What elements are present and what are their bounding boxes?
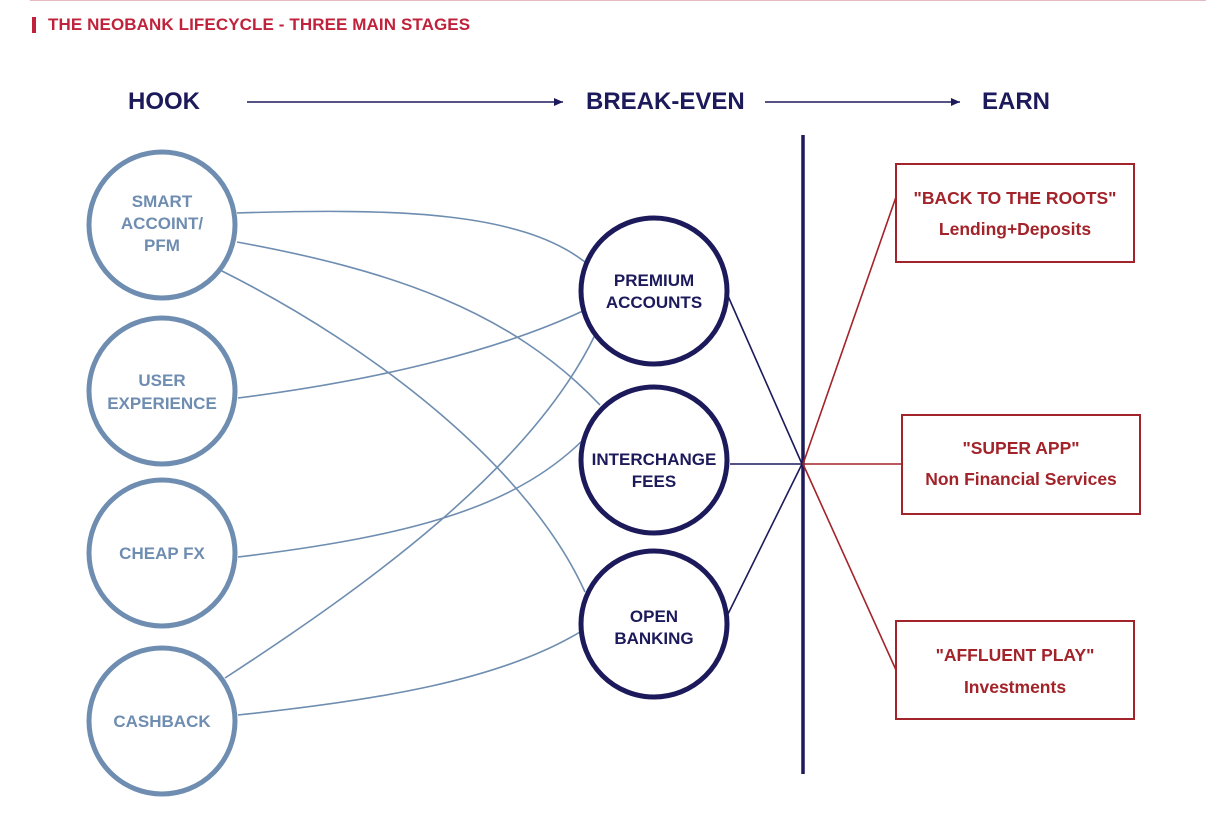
svg-text:ACCOUNTS: ACCOUNTS: [606, 293, 702, 312]
earn-box-back-to-the-roots: "BACK TO THE ROOTS" Lending+Deposits: [895, 163, 1135, 263]
connector-open-banking-to-hub: [727, 463, 803, 615]
connector-cheap-fx-to-interchange: [237, 434, 589, 558]
svg-text:FEES: FEES: [632, 472, 676, 491]
connector-premium-to-hub: [727, 295, 803, 465]
stage-earn: EARN: [982, 88, 1050, 115]
svg-text:CASHBACK: CASHBACK: [113, 712, 211, 731]
earn-box-affluent-play: "AFFLUENT PLAY" Investments: [895, 620, 1135, 720]
hook-node-smart-account: SMART ACCOINT/ PFM: [86, 149, 238, 301]
svg-text:"AFFLUENT PLAY": "AFFLUENT PLAY": [936, 645, 1095, 665]
connector-smart-account-to-open-banking: [219, 269, 586, 593]
connector-cashback-to-open-banking: [237, 631, 581, 716]
page-title: THE NEOBANK LIFECYCLE - THREE MAIN STAGE…: [48, 15, 471, 34]
top-divider: [30, 0, 1206, 1]
stage-break-even: BREAK-EVEN: [586, 88, 745, 115]
connector-user-experience-to-premium: [237, 309, 586, 399]
title-accent-bar: [32, 17, 36, 33]
svg-text:ACCOINT/: ACCOINT/: [121, 214, 203, 233]
svg-text:Non Financial Services: Non Financial Services: [925, 469, 1117, 489]
svg-text:INTERCHANGE: INTERCHANGE: [592, 450, 717, 469]
hook-node-cashback: CASHBACK: [86, 645, 238, 797]
hook-node-cheap-fx: CHEAP FX: [86, 477, 238, 629]
svg-text:EXPERIENCE: EXPERIENCE: [107, 394, 217, 413]
svg-text:PREMIUM: PREMIUM: [614, 271, 694, 290]
stage-hook: HOOK: [128, 88, 201, 115]
svg-text:SMART: SMART: [132, 192, 193, 211]
earn-box-super-app: "SUPER APP" Non Financial Services: [901, 414, 1141, 515]
break-even-node-premium-accounts: PREMIUM ACCOUNTS: [578, 215, 730, 367]
svg-text:PFM: PFM: [144, 236, 180, 255]
svg-text:Investments: Investments: [964, 677, 1066, 697]
break-even-node-interchange-fees: INTERCHANGE FEES: [578, 384, 730, 536]
break-even-node-open-banking: OPEN BANKING: [578, 548, 730, 700]
connector-hub-to-affluent-play: [802, 463, 897, 671]
connector-hub-to-back-to-roots: [802, 196, 897, 465]
connector-smart-account-to-premium: [236, 210, 586, 263]
hook-node-user-experience: USER EXPERIENCE: [86, 315, 238, 467]
svg-text:"BACK TO THE ROOTS": "BACK TO THE ROOTS": [914, 188, 1117, 208]
connector-cashback-to-premium: [224, 334, 596, 679]
svg-text:Lending+Deposits: Lending+Deposits: [939, 219, 1091, 239]
svg-text:CHEAP FX: CHEAP FX: [119, 544, 205, 563]
svg-text:BANKING: BANKING: [614, 629, 693, 648]
svg-text:OPEN: OPEN: [630, 607, 678, 626]
svg-text:"SUPER APP": "SUPER APP": [962, 438, 1079, 458]
connector-smart-account-to-interchange: [236, 241, 601, 406]
svg-text:USER: USER: [138, 371, 185, 390]
